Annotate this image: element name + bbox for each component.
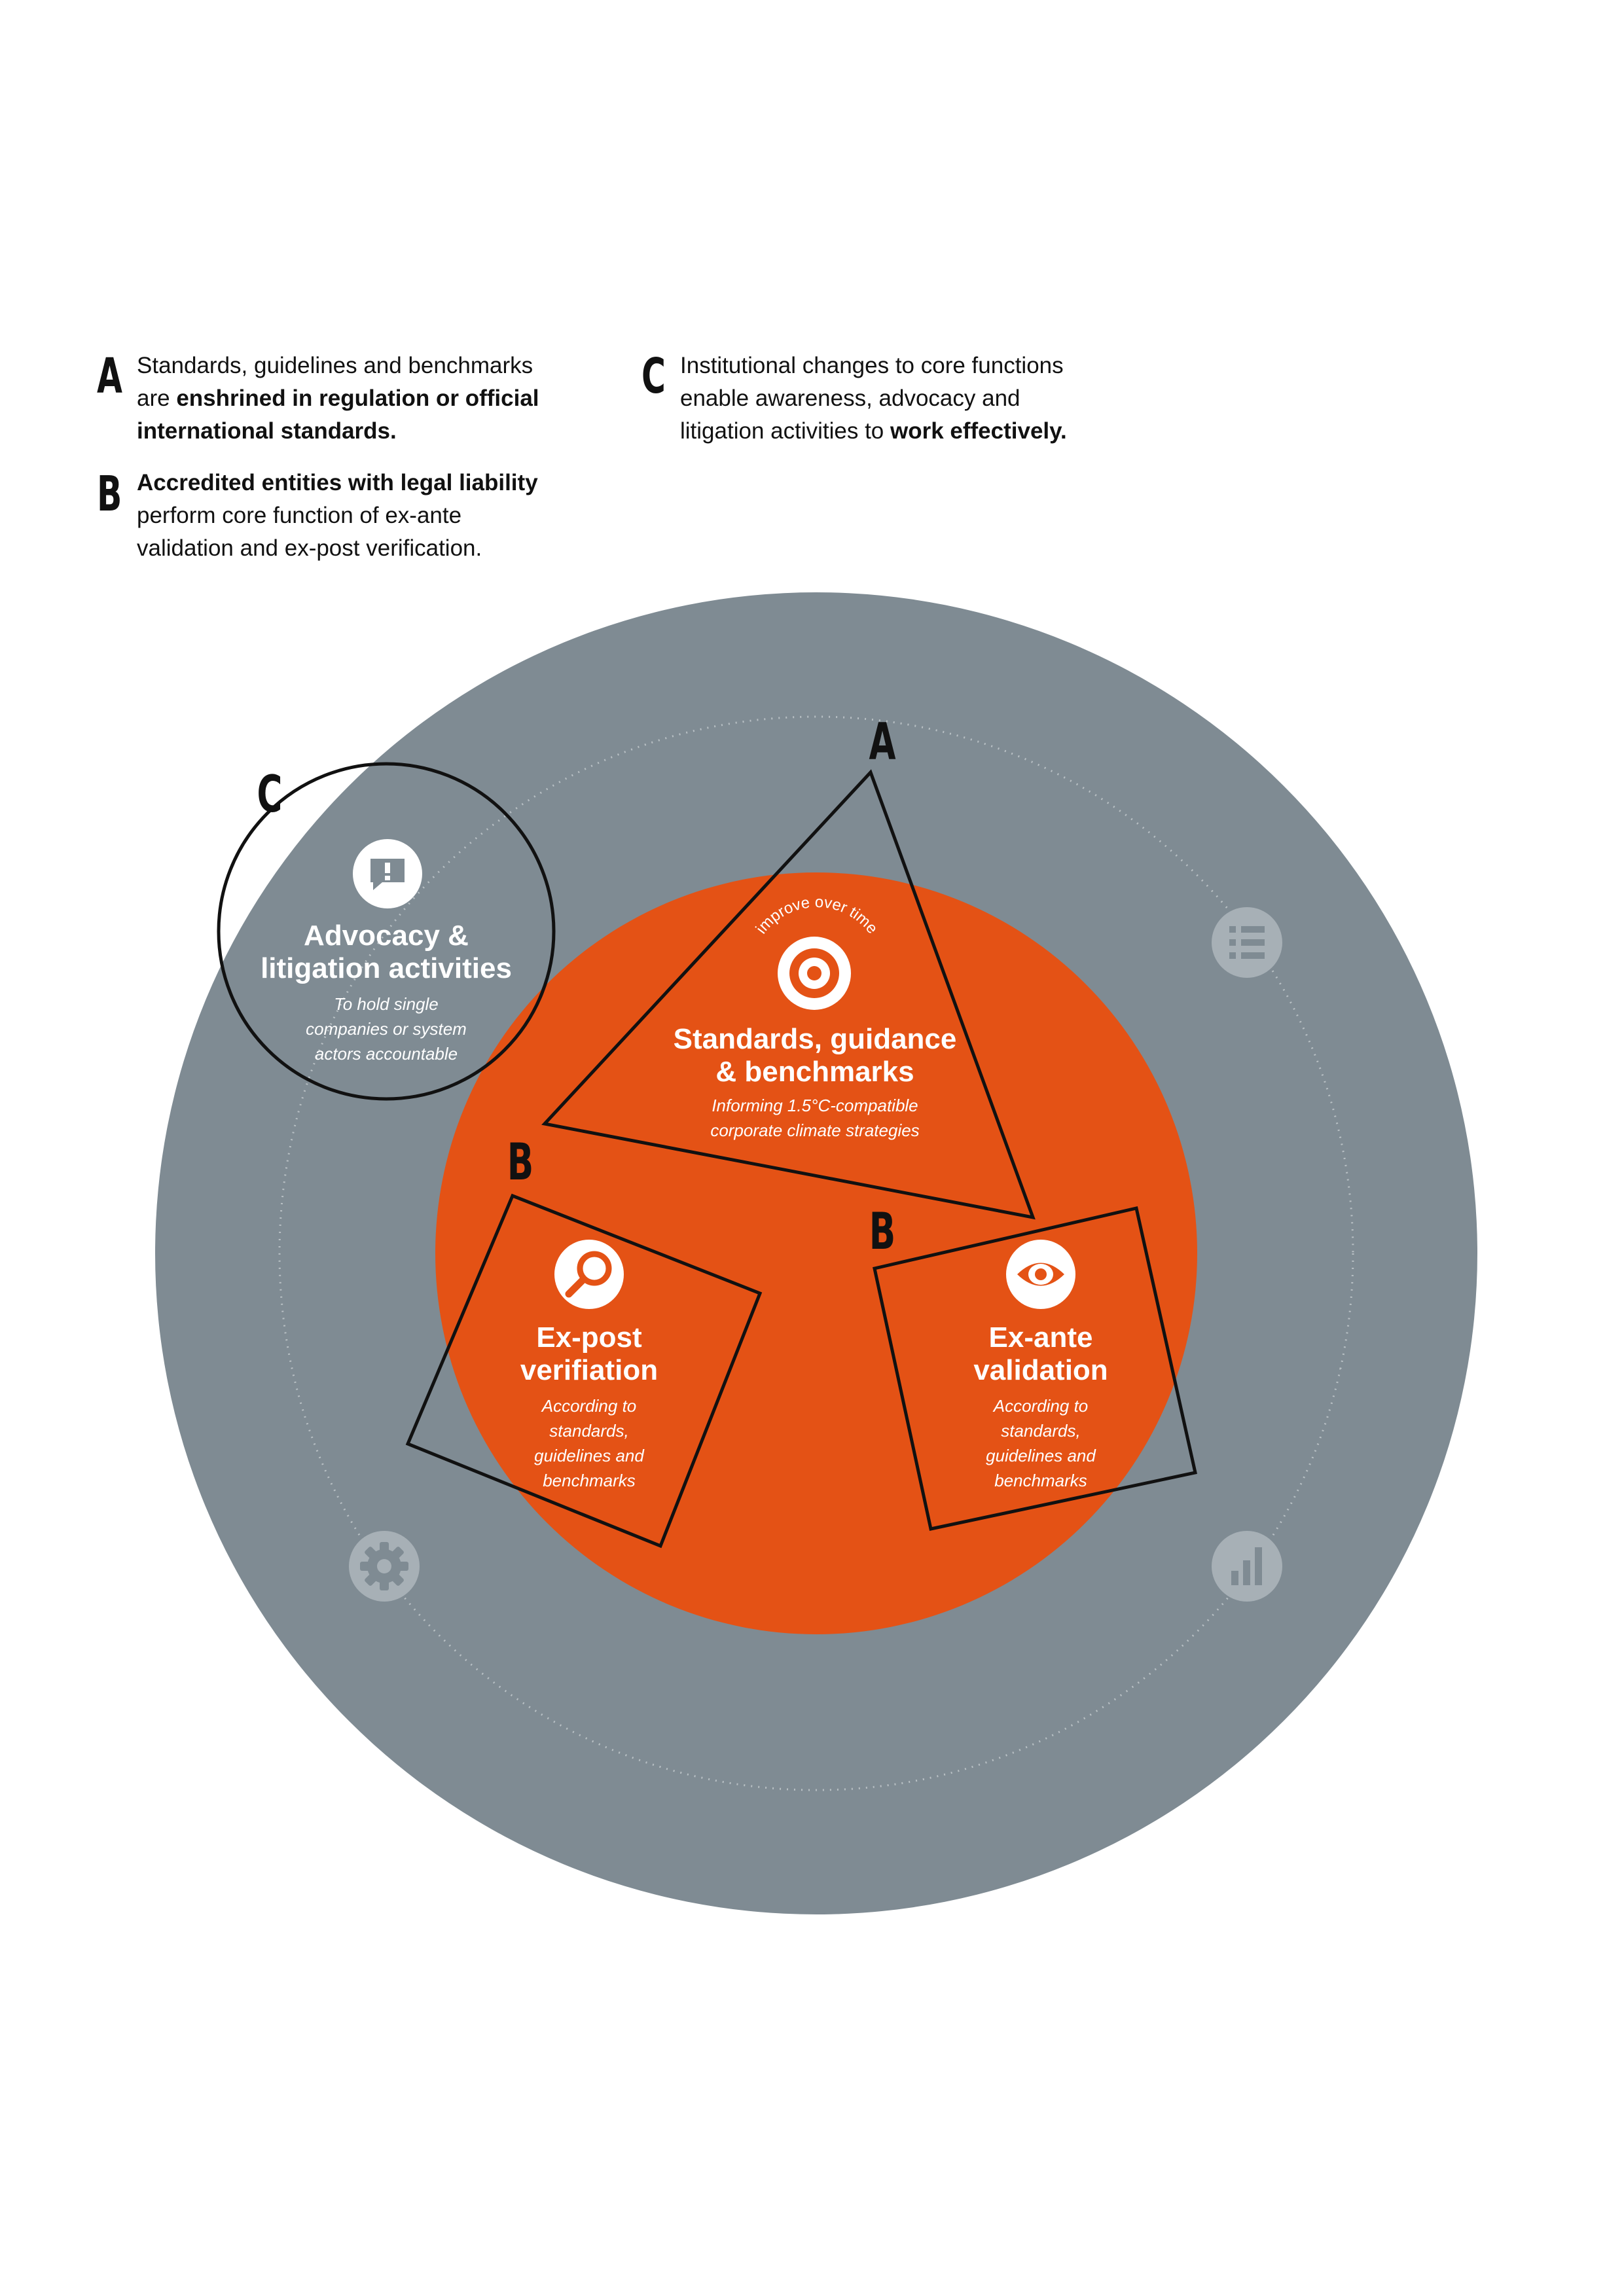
diagram-letter-b-left: B	[507, 1132, 533, 1191]
expost-title-line-2: verifiation	[520, 1354, 658, 1386]
legend-b-line-1-bold: Accredited entities with legal liability	[137, 470, 538, 495]
expost-subtitle-line-3: guidelines and	[534, 1446, 645, 1465]
advocacy-subtitle-line-3: actors accountable	[315, 1044, 458, 1064]
exante-subtitle-line-3: guidelines and	[986, 1446, 1096, 1465]
gear-icon	[349, 1531, 420, 1602]
b-outline-square-right	[873, 1206, 1197, 1531]
c-outline-circle	[217, 762, 556, 1101]
bar-chart-icon	[1212, 1531, 1282, 1602]
exante-title-line-2: validation	[973, 1354, 1108, 1386]
dotted-orbit	[278, 715, 1354, 1791]
legend-c-line-3: litigation activities to work effectivel…	[680, 415, 1067, 448]
legend-text-c: Institutional changes to core functions …	[680, 350, 1067, 448]
expost-subtitle-line-1: According to	[541, 1396, 637, 1416]
standards-title-line-2: & benchmarks	[715, 1056, 914, 1088]
legend-c-line-3-bold: work effectively.	[890, 418, 1067, 444]
core-circle	[435, 872, 1197, 1634]
advocacy-title-line-2: litigation activities	[261, 952, 512, 984]
legend-letter-c: C	[641, 348, 666, 404]
legend-a-line-3-bold: international standards.	[137, 418, 397, 444]
legend-c-line-3-regular: litigation activities to	[680, 418, 890, 444]
advocacy-subtitle-line-2: companies or system	[306, 1019, 467, 1039]
expost-title-line-1: Ex-post	[536, 1321, 642, 1354]
a-outline-triangle	[541, 769, 1036, 1220]
advocacy-subtitle-line-1: To hold single	[334, 994, 439, 1014]
legend-a-line-2-bold: enshrined in regulation or official	[176, 386, 539, 411]
legend-letter-a: A	[97, 348, 122, 404]
legend-b-line-1: Accredited entities with legal liability	[137, 467, 538, 499]
legend-letter-b: B	[97, 466, 122, 522]
target-icon	[778, 937, 851, 1010]
legend-a-line-1: Standards, guidelines and benchmarks	[137, 353, 533, 378]
standards-title-line-1: Standards, guidance	[674, 1023, 957, 1055]
standards-subtitle-line-2: corporate climate strategies	[710, 1121, 919, 1140]
legend-c-line-2: enable awareness, advocacy and	[680, 386, 1020, 411]
exante-subtitle-line-2: standards,	[1001, 1421, 1080, 1441]
exante-title-line-1: Ex-ante	[989, 1321, 1093, 1354]
legend-c-line-1: Institutional changes to core functions	[680, 353, 1064, 378]
diagram-letter-c: C	[257, 764, 283, 823]
b-outline-square-left	[405, 1193, 763, 1549]
standards-subtitle-line-1: Informing 1.5°C-compatible	[712, 1096, 918, 1115]
legend-a-line-3: international standards.	[137, 415, 539, 448]
advocacy-title-line-1: Advocacy &	[304, 920, 469, 952]
magnifier-icon	[554, 1240, 624, 1309]
legend-text-b: Accredited entities with legal liability…	[137, 467, 538, 565]
legend-b-line-2: perform core function of ex-ante	[137, 503, 462, 528]
expost-subtitle-line-2: standards,	[549, 1421, 628, 1441]
diagram-letter-a: A	[869, 711, 895, 771]
list-icon	[1212, 907, 1282, 978]
legend-b-line-3: validation and ex-post verification.	[137, 535, 482, 561]
legend-a-line-2-regular: are	[137, 386, 177, 411]
expost-subtitle-line-4: benchmarks	[543, 1471, 636, 1490]
legend-text-a: Standards, guidelines and benchmarks are…	[137, 350, 539, 448]
exante-subtitle-line-1: According to	[992, 1396, 1089, 1416]
advocacy-icon	[353, 839, 422, 908]
exante-subtitle-line-4: benchmarks	[994, 1471, 1087, 1490]
legend-a-line-2: are enshrined in regulation or official	[137, 382, 539, 415]
eye-icon	[1006, 1240, 1075, 1309]
diagram-letter-b-right: B	[869, 1201, 895, 1261]
